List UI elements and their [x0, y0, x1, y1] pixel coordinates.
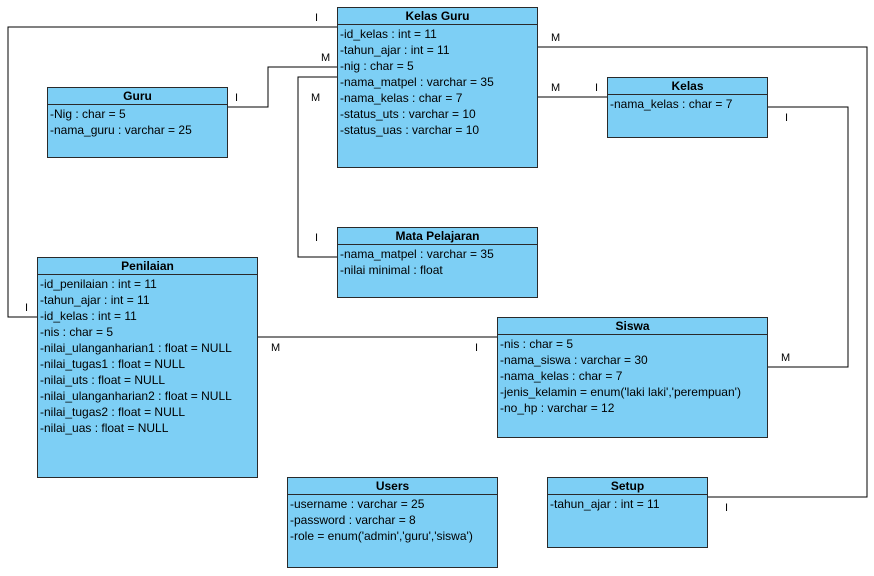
line-kelasguru-penilaian [7, 26, 337, 318]
attribute: -username : varchar = 25 [290, 497, 425, 511]
class-guru[interactable]: Guru -Nig : char = 5 -nama_guru : varcha… [47, 87, 228, 158]
attribute: -nilai minimal : float [340, 263, 443, 277]
multiplicity-label: M [781, 352, 791, 364]
attribute: -nama_siswa : varchar = 30 [500, 353, 648, 367]
attribute: -nama_kelas : char = 7 [340, 91, 463, 105]
class-penilaian[interactable]: Penilaian -id_penilaian : int = 11 -tahu… [37, 257, 258, 478]
attribute: -nama_matpel : varchar = 35 [340, 75, 494, 89]
class-title: Siswa [498, 318, 767, 335]
attribute: -id_kelas : int = 11 [40, 309, 137, 323]
attribute-list: -id_kelas : int = 11 -tahun_ajar : int =… [338, 25, 537, 138]
class-kelas-guru[interactable]: Kelas Guru -id_kelas : int = 11 -tahun_a… [337, 7, 538, 168]
class-mata-pelajaran[interactable]: Mata Pelajaran -nama_matpel : varchar = … [337, 227, 538, 298]
attribute: -id_penilaian : int = 11 [40, 277, 157, 291]
class-title: Guru [48, 88, 227, 105]
attribute: -jenis_kelamin = enum('laki laki','perem… [500, 385, 741, 399]
attribute: -nilai_ulanganharian1 : float = NULL [40, 341, 232, 355]
multiplicity-label: I [315, 232, 319, 244]
class-title: Users [288, 478, 497, 495]
attribute: -no_hp : varchar = 12 [500, 401, 615, 415]
attribute-list: -nama_kelas : char = 7 [608, 95, 767, 112]
multiplicity-label: I [25, 302, 29, 314]
attribute: -status_uas : varchar = 10 [340, 123, 480, 137]
multiplicity-label: M [271, 342, 281, 354]
class-title: Kelas [608, 78, 767, 95]
attribute: -password : varchar = 8 [290, 513, 416, 527]
attribute: -role = enum('admin','guru','siswa') [290, 529, 473, 543]
multiplicity-label: M [321, 52, 331, 64]
attribute: -nilai_uas : float = NULL [40, 421, 169, 435]
attribute-list: -username : varchar = 25 -password : var… [288, 495, 497, 544]
attribute-list: -tahun_ajar : int = 11 [548, 495, 707, 512]
attribute: -tahun_ajar : int = 11 [40, 293, 150, 307]
class-title: Mata Pelajaran [338, 228, 537, 245]
class-title: Penilaian [38, 258, 257, 275]
attribute: -nama_kelas : char = 7 [610, 97, 733, 111]
class-title: Kelas Guru [338, 8, 537, 25]
attribute: -nilai_ulanganharian2 : float = NULL [40, 389, 232, 403]
multiplicity-label: I [595, 82, 599, 94]
class-siswa[interactable]: Siswa -nis : char = 5 -nama_siswa : varc… [497, 317, 768, 438]
attribute: -nilai_tugas2 : float = NULL [40, 405, 186, 419]
attribute-list: -nama_matpel : varchar = 35 -nilai minim… [338, 245, 537, 278]
attribute: -nis : char = 5 [500, 337, 574, 351]
attribute-list: -Nig : char = 5 -nama_guru : varchar = 2… [48, 105, 227, 138]
class-setup[interactable]: Setup -tahun_ajar : int = 11 [547, 477, 708, 548]
multiplicity-label: I [785, 112, 789, 124]
class-title: Setup [548, 478, 707, 495]
line-kelas-siswa [768, 106, 849, 368]
multiplicity-label: M [551, 32, 561, 44]
attribute: -nis : char = 5 [40, 325, 114, 339]
attribute: -nama_guru : varchar = 25 [50, 123, 192, 137]
class-kelas[interactable]: Kelas -nama_kelas : char = 7 [607, 77, 768, 138]
attribute-list: -nis : char = 5 -nama_siswa : varchar = … [498, 335, 767, 416]
attribute: -id_kelas : int = 11 [340, 27, 437, 41]
attribute: -Nig : char = 5 [50, 107, 126, 121]
line-kelasguru-setup [538, 46, 868, 498]
attribute: -status_uts : varchar = 10 [340, 107, 476, 121]
attribute: -nig : char = 5 [340, 59, 414, 73]
attribute: -tahun_ajar : int = 11 [340, 43, 450, 57]
multiplicity-label: M [311, 92, 321, 104]
attribute: -nama_matpel : varchar = 35 [340, 247, 494, 261]
multiplicity-label: M [551, 82, 561, 94]
attribute: -nama_kelas : char = 7 [500, 369, 623, 383]
attribute: -tahun_ajar : int = 11 [550, 497, 660, 511]
multiplicity-label: I [475, 342, 479, 354]
attribute: -nilai_tugas1 : float = NULL [40, 357, 186, 371]
attribute-list: -id_penilaian : int = 11 -tahun_ajar : i… [38, 275, 257, 436]
multiplicity-label: I [725, 502, 729, 514]
line-kelasguru-matapelajaran [297, 76, 337, 258]
multiplicity-label: I [315, 12, 319, 24]
attribute: -nilai_uts : float = NULL [40, 373, 166, 387]
class-users[interactable]: Users -username : varchar = 25 -password… [287, 477, 498, 568]
line-guru-kelasguru [228, 66, 337, 108]
multiplicity-label: I [235, 92, 239, 104]
